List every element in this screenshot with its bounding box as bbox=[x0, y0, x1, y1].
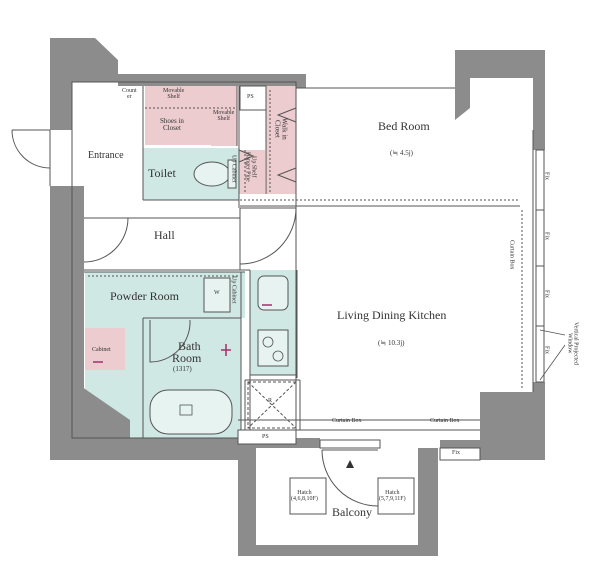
curtain-box-bottom-2-label: Curtain Box bbox=[430, 418, 460, 424]
bath-room-size: (1317) bbox=[173, 365, 192, 373]
hall-door bbox=[83, 217, 129, 263]
fix-label-3: Fix bbox=[543, 290, 550, 299]
accent-markers bbox=[93, 304, 272, 363]
bathtub bbox=[149, 389, 233, 435]
cabinet-area bbox=[85, 328, 125, 370]
movable-shelf-label-2: Movable Shelf bbox=[213, 110, 235, 123]
curtain-box-right-label: Curtain Box bbox=[508, 240, 515, 270]
shelf-dashes bbox=[88, 90, 523, 390]
hatch-box-right bbox=[377, 477, 415, 515]
vertical-window-label: Vertical Projected Window bbox=[566, 322, 579, 365]
cabinet-label: Cabinet bbox=[92, 347, 111, 353]
bedroom-label: Bed Room bbox=[378, 119, 430, 133]
hatch-left-label: Hatch (4,6,8,10F) bbox=[291, 490, 318, 503]
shelf-column bbox=[211, 86, 237, 146]
washer-box bbox=[203, 277, 231, 313]
fix-bottom-label: Fix bbox=[452, 450, 461, 456]
doors bbox=[11, 129, 379, 507]
ldk-label: Living Dining Kitchen bbox=[337, 308, 447, 322]
shoes-in-closet-area bbox=[145, 108, 211, 145]
ps-top-label: PS bbox=[247, 94, 254, 100]
balcony-label: Balcony bbox=[332, 505, 372, 519]
stove-burner-icon bbox=[262, 336, 274, 348]
bottom-window-right bbox=[439, 447, 481, 461]
hatch-right-label: Hatch (5,7,9,11F) bbox=[379, 490, 406, 503]
entrance-door bbox=[11, 129, 51, 169]
ldk-area: (≒ 10.3j) bbox=[378, 339, 405, 347]
bath-room-label-1: Bath bbox=[178, 339, 201, 353]
bath-door bbox=[149, 319, 191, 363]
entrance-label: Entrance bbox=[88, 150, 124, 161]
up-cabinet-toilet-label: Up Cabinet bbox=[230, 155, 237, 183]
right-window-dividers bbox=[536, 209, 544, 327]
fix-label-1: Fix bbox=[543, 172, 550, 181]
hatch-box-left bbox=[289, 477, 327, 515]
toilet-tank bbox=[227, 159, 237, 189]
balcony-door bbox=[321, 449, 379, 507]
toilet-label: Toilet bbox=[148, 166, 176, 180]
counter-label: Count er bbox=[122, 88, 137, 101]
movable-shelf-label-1: Movable Shelf bbox=[163, 88, 185, 101]
washer-label: W bbox=[214, 290, 220, 296]
up-cabinet-powder-label: Up Cabinet bbox=[230, 276, 237, 304]
interior-walls bbox=[71, 81, 534, 439]
bath-drain-icon bbox=[179, 404, 193, 416]
refrigerator-label: R bbox=[268, 398, 273, 404]
shoes-in-closet-label: Shoes in Closet bbox=[160, 117, 184, 133]
stove-burner-icon bbox=[272, 350, 284, 362]
bedroom-door bbox=[239, 207, 297, 265]
kitchen-stove bbox=[257, 329, 289, 367]
outer-walls bbox=[50, 38, 545, 556]
fix-label-2: Fix bbox=[543, 232, 550, 241]
entry-arrow-icon bbox=[346, 460, 354, 468]
up-shelf-label: Up Shelf Hanger Pipe bbox=[244, 152, 257, 182]
ps-box-top bbox=[239, 85, 267, 111]
bottom-window-left bbox=[319, 439, 381, 449]
toilet-bowl bbox=[193, 161, 231, 187]
kitchen-sink bbox=[257, 275, 289, 311]
refrigerator-box bbox=[247, 381, 297, 429]
bedroom-area: (≒ 4.5j) bbox=[390, 149, 413, 157]
window-pointer-line bbox=[539, 329, 566, 336]
fix-label-4: Fix bbox=[543, 346, 550, 355]
curtain-box-bottom-1-label: Curtain Box bbox=[332, 418, 362, 424]
bath-room-label-2: Room bbox=[172, 351, 202, 365]
walk-in-closet-label: Walk in Closet bbox=[273, 118, 289, 140]
closet-markers bbox=[238, 107, 297, 183]
ps-box-bottom bbox=[237, 429, 297, 445]
hall-label: Hall bbox=[154, 228, 175, 242]
window-pointer-line bbox=[539, 344, 566, 381]
powder-room-label: Powder Room bbox=[110, 289, 179, 303]
up-shelf-area bbox=[239, 150, 265, 194]
ps-bottom-label: PS bbox=[262, 434, 269, 440]
